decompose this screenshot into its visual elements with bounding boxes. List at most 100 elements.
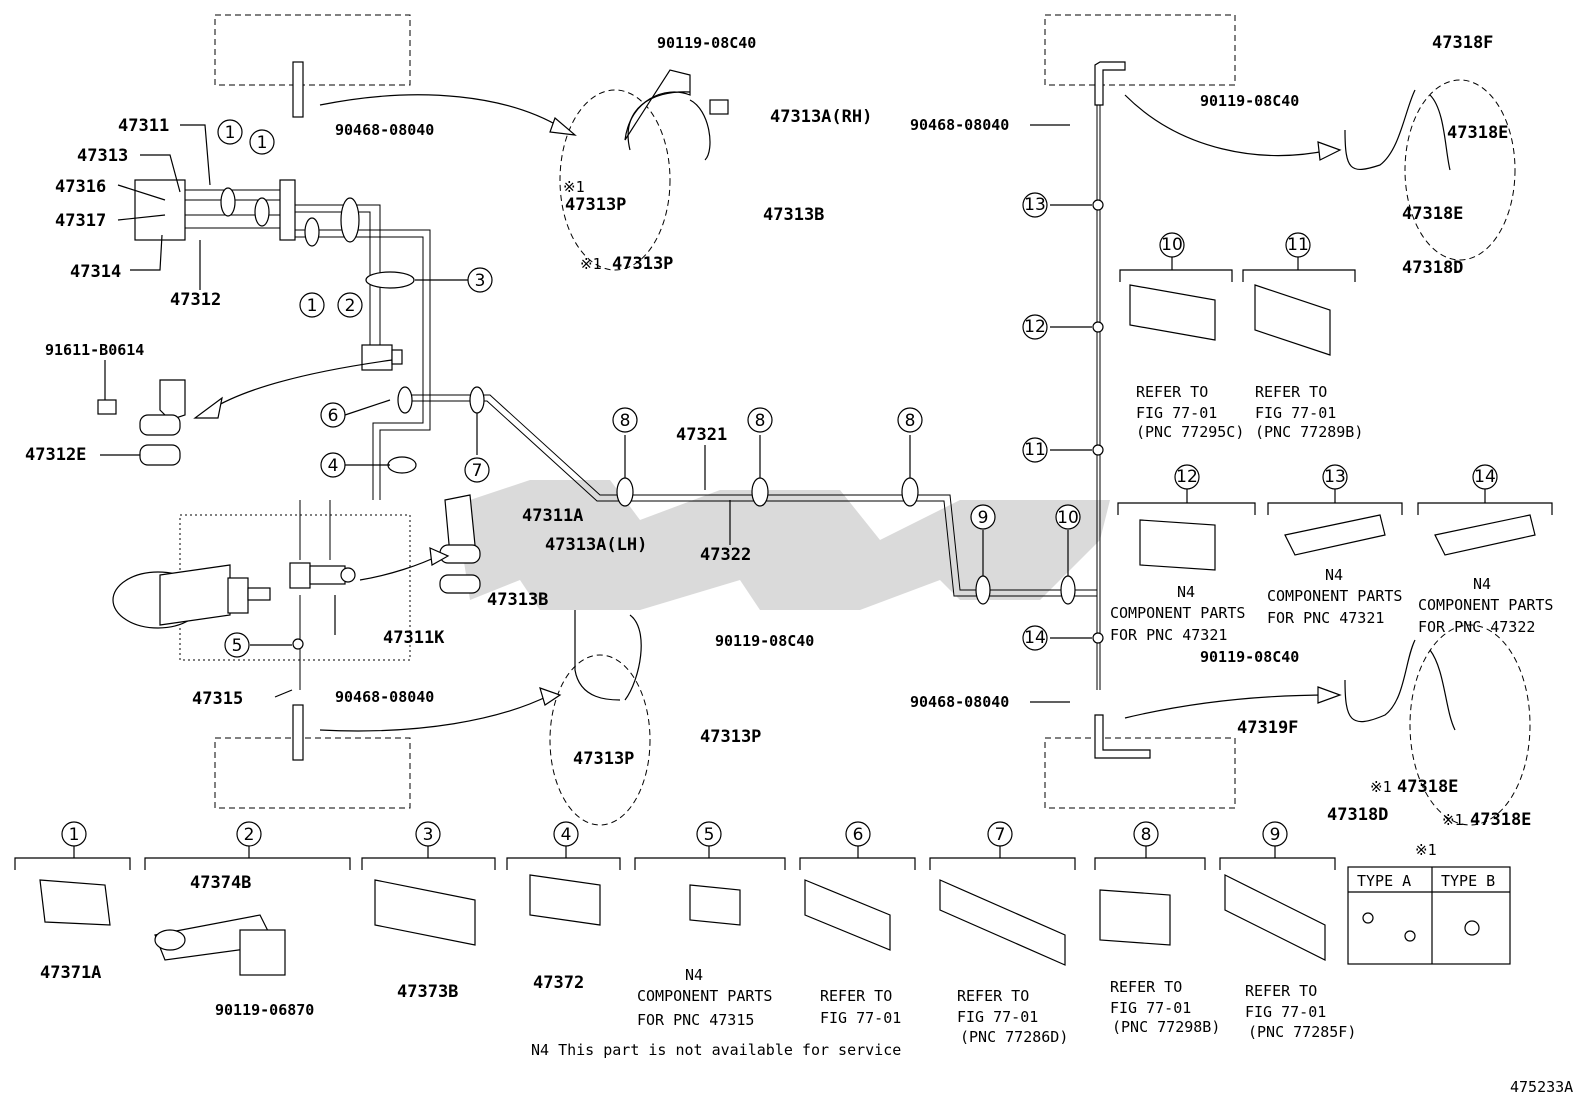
label-90468-08040: 90468-08040: [335, 688, 434, 706]
note-refer: REFER TO: [957, 987, 1029, 1005]
label-47318e: 47318E: [1397, 777, 1458, 797]
callout-12: 12: [1024, 317, 1046, 337]
callout-8: 8: [755, 411, 766, 431]
group-braces: [14, 257, 1553, 870]
mark-x1: ※1: [563, 178, 585, 196]
label-47315: 47315: [192, 689, 243, 709]
label-47313a-rh: 47313A(RH): [770, 107, 872, 127]
note-for-pnc: FOR PNC 47315: [637, 1011, 754, 1029]
leader-lines: [100, 124, 1092, 703]
label-90468-08040: 90468-08040: [910, 116, 1009, 134]
label-47311: 47311: [118, 116, 169, 136]
label-90119-08c40: 90119-08C40: [657, 34, 756, 52]
note-component-parts: COMPONENT PARTS: [1110, 604, 1245, 622]
mark-x1: ※1: [1370, 778, 1392, 796]
callout-1: 1: [225, 123, 236, 143]
callout-11: 11: [1287, 235, 1309, 255]
label-47313p: 47313P: [565, 195, 626, 215]
label-47312: 47312: [170, 290, 221, 310]
note-n4: N4: [685, 966, 703, 984]
note-refer: REFER TO: [1110, 978, 1182, 996]
label-47374b: 47374B: [190, 873, 251, 893]
label-47322: 47322: [700, 545, 751, 565]
note-fig: FIG 77-01: [1255, 404, 1336, 422]
label-47372: 47372: [533, 973, 584, 993]
callout-6: 6: [328, 406, 339, 426]
callout-3: 3: [475, 271, 486, 291]
mark-x1: ※1: [1415, 841, 1437, 859]
label-47313b: 47313B: [763, 205, 824, 225]
callout-10: 10: [1057, 508, 1079, 528]
callout-13: 13: [1024, 195, 1046, 215]
callout-10: 10: [1161, 235, 1183, 255]
label-47314: 47314: [70, 262, 121, 282]
label-47311a: 47311A: [522, 506, 583, 526]
bracket-47312E: [97, 379, 186, 466]
callout-2: 2: [244, 825, 255, 845]
label-47313p: 47313P: [612, 254, 673, 274]
note-fig: FIG 77-01: [1110, 999, 1191, 1017]
callout-4: 4: [328, 456, 339, 476]
mark-x1: ※1: [580, 255, 602, 273]
callout-8: 8: [620, 411, 631, 431]
callout-2: 2: [345, 296, 356, 316]
label-47321: 47321: [676, 425, 727, 445]
note-for-pnc: FOR PNC 47321: [1110, 626, 1227, 644]
label-90119-08c40: 90119-08C40: [1200, 92, 1299, 110]
label-47317: 47317: [55, 211, 106, 231]
label-90119-06870: 90119-06870: [215, 1001, 314, 1019]
part-labels: 47311 47313 47316 47317 47314 47312 9161…: [25, 33, 1573, 1096]
note-fig: FIG 77-01: [820, 1009, 901, 1027]
label-47373b: 47373B: [397, 982, 458, 1002]
callout-11: 11: [1024, 440, 1046, 460]
label-91611-b0614: 91611-B0614: [45, 341, 144, 359]
washer-type-table: [1347, 866, 1511, 965]
callout-8: 8: [905, 411, 916, 431]
note-pnc: (PNC 77286D): [960, 1028, 1068, 1046]
callout-12: 12: [1176, 467, 1198, 487]
flex-hoses: [549, 69, 1531, 826]
note-component-parts: COMPONENT PARTS: [1267, 587, 1402, 605]
note-pnc: (PNC 77289B): [1255, 423, 1363, 441]
callout-14: 14: [1474, 467, 1496, 487]
note-refer: REFER TO: [1136, 383, 1208, 401]
callout-9: 9: [978, 508, 989, 528]
note-component-parts: COMPONENT PARTS: [637, 987, 772, 1005]
label-90119-08c40: 90119-08C40: [715, 632, 814, 650]
callout-numbers: 1 1 1 2 3 6 4 7 5 8 8 8 9 10 13 12 11 14…: [69, 123, 1496, 845]
label-47318e: 47318E: [1402, 204, 1463, 224]
label-47313b: 47313B: [487, 590, 548, 610]
master-cylinder: [112, 562, 356, 629]
label-47313: 47313: [77, 146, 128, 166]
callout-7: 7: [995, 825, 1006, 845]
callout-3: 3: [423, 825, 434, 845]
label-47318d: 47318D: [1327, 805, 1388, 825]
clamp-illustrations: [39, 284, 1536, 976]
label-90468-08040: 90468-08040: [910, 693, 1009, 711]
note-refer: REFER TO: [820, 987, 892, 1005]
callout-1: 1: [69, 825, 80, 845]
wheel-outlines: [214, 14, 1236, 809]
brake-pipes: [134, 61, 1151, 761]
callout-1: 1: [307, 296, 318, 316]
footer-note: N4 This part is not available for servic…: [531, 1041, 901, 1059]
note-for-pnc: FOR PNC 47322: [1418, 618, 1535, 636]
type-b-label: TYPE B: [1441, 872, 1495, 890]
junction-block: [361, 344, 403, 371]
note-n4: N4: [1177, 583, 1195, 601]
label-47313p: 47313P: [573, 749, 634, 769]
callout-14: 14: [1024, 628, 1046, 648]
label-47316: 47316: [55, 177, 106, 197]
watermark-logo: [455, 480, 1110, 610]
note-n4: N4: [1473, 575, 1491, 593]
note-n4: N4: [1325, 566, 1343, 584]
callout-circles: [61, 119, 1498, 847]
label-90468-08040: 90468-08040: [335, 121, 434, 139]
flow-arrows: [193, 94, 1342, 732]
label-47318f: 47318F: [1432, 33, 1493, 53]
callout-8: 8: [1141, 825, 1152, 845]
note-for-pnc: FOR PNC 47321: [1267, 609, 1384, 627]
diagram-id: 475233A: [1510, 1078, 1573, 1096]
note-refer: REFER TO: [1255, 383, 1327, 401]
